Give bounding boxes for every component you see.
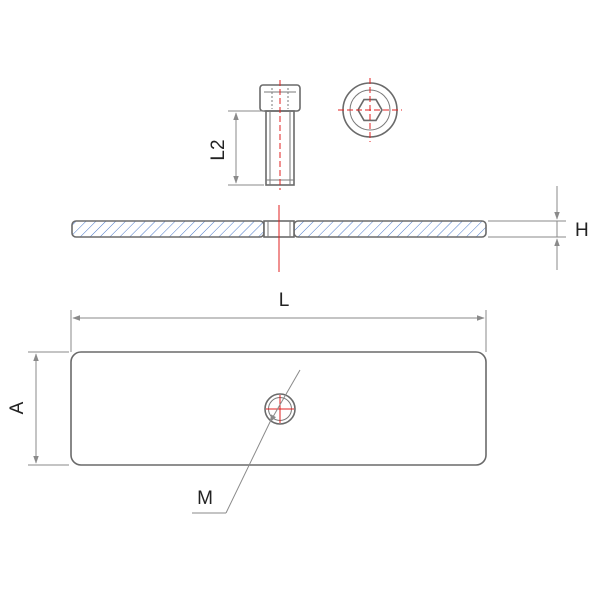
threaded-hole-outer — [264, 393, 296, 425]
plate-section-right — [293, 220, 487, 238]
l2-label: L2 — [208, 139, 229, 160]
a-label: A — [7, 401, 28, 414]
h-label: H — [575, 220, 589, 241]
l2-dimension: L2 — [208, 110, 264, 186]
a-dimension: A — [7, 351, 69, 466]
screw-top-view — [338, 78, 402, 142]
plate-top-view — [70, 351, 487, 466]
l-dimension: L — [70, 290, 487, 352]
m-leader: M — [192, 369, 301, 514]
plate-section-left — [71, 220, 265, 238]
plate-cross-section — [71, 205, 487, 272]
h-dimension: H — [488, 186, 589, 270]
screw-side-view — [259, 80, 301, 190]
m-label: M — [197, 488, 213, 509]
l-label: L — [279, 290, 290, 311]
plate-outline — [70, 351, 487, 466]
